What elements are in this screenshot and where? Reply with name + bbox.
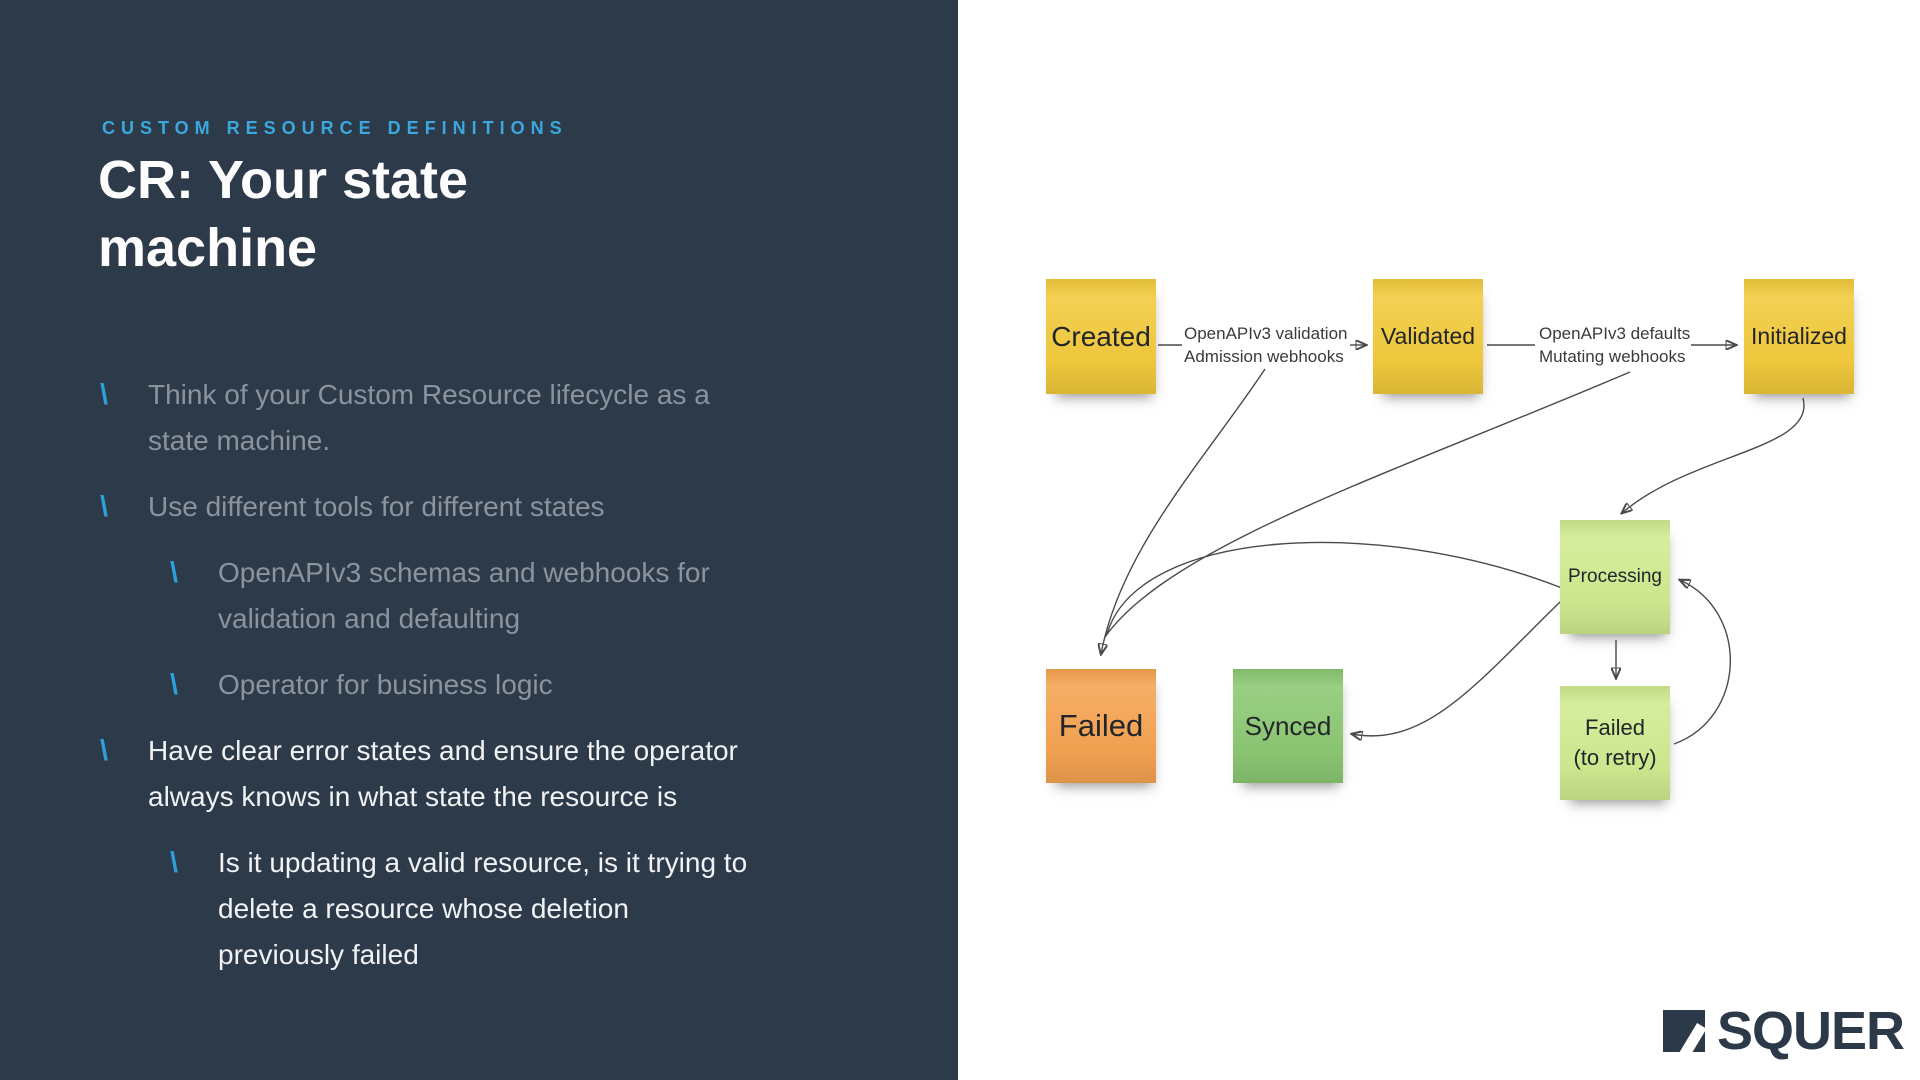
edge-validation-to-failed (1101, 368, 1266, 654)
state-note-initialized: Initialized (1744, 279, 1854, 394)
squer-logo: SQUER (1663, 1000, 1905, 1063)
bullet-text: Think of your Custom Resource lifecycle … (148, 379, 710, 456)
squer-logo-mark-icon (1663, 1010, 1707, 1063)
bullet-subitem: \ Operator for business logic (100, 662, 840, 708)
state-note-failed: Failed (1046, 669, 1156, 783)
bullet-slash-icon: \ (170, 669, 179, 701)
edge-label-defaults-webhooks: OpenAPIv3 defaults Mutating webhooks (1539, 324, 1691, 366)
edge-processing-to-failed (1106, 541, 1563, 635)
bullet-item: \ Think of your Custom Resource lifecycl… (100, 372, 840, 464)
edge-initialized-to-processing (1622, 397, 1805, 513)
edge-mutating-to-failed (1104, 371, 1631, 638)
slide-title: CR: Your state machine (98, 150, 469, 279)
bullet-text: Use different tools for different states (148, 491, 605, 522)
bullet-subitem: \ OpenAPIv3 schemas and webhooks for val… (100, 550, 840, 642)
edge-processing-to-synced (1352, 601, 1561, 736)
left-text-panel: CUSTOM RESOURCE DEFINITIONS CR: Your sta… (0, 0, 958, 1080)
state-note-validated: Validated (1373, 279, 1483, 394)
bullet-slash-icon: \ (170, 557, 179, 589)
section-eyebrow: CUSTOM RESOURCE DEFINITIONS (102, 118, 568, 138)
bullet-text: Is it updating a valid resource, is it t… (218, 847, 748, 970)
bullet-slash-icon: \ (100, 491, 109, 523)
edge-retry-to-processing (1673, 580, 1731, 745)
state-note-failed-to-retry: Failed (to retry) (1560, 686, 1670, 800)
state-flow-arrows (958, 0, 1805, 745)
bullet-subitem: \ Is it updating a valid resource, is it… (100, 840, 840, 978)
bullet-slash-icon: \ (100, 379, 109, 411)
state-note-created: Created (1046, 279, 1156, 394)
bullet-item: \ Use different tools for different stat… (100, 484, 840, 530)
bullet-slash-icon: \ (100, 735, 109, 767)
bullet-item: \ Have clear error states and ensure the… (100, 728, 840, 820)
squer-logo-slash-icon (1676, 1023, 1707, 1063)
bullet-text: Operator for business logic (218, 669, 553, 700)
bullet-list: \ Think of your Custom Resource lifecycl… (100, 372, 840, 998)
bullet-text: Have clear error states and ensure the o… (148, 735, 738, 812)
bullet-slash-icon: \ (170, 847, 179, 879)
edge-label-validation-webhooks: OpenAPIv3 validation Admission webhooks (1184, 324, 1348, 366)
bullet-text: OpenAPIv3 schemas and webhooks for valid… (218, 557, 710, 634)
state-note-synced: Synced (1233, 669, 1343, 783)
state-note-processing: Processing (1560, 520, 1670, 634)
squer-logo-text: SQUER (1717, 1001, 1905, 1061)
state-machine-diagram: Created Validated Initialized Processing… (958, 0, 1920, 1080)
